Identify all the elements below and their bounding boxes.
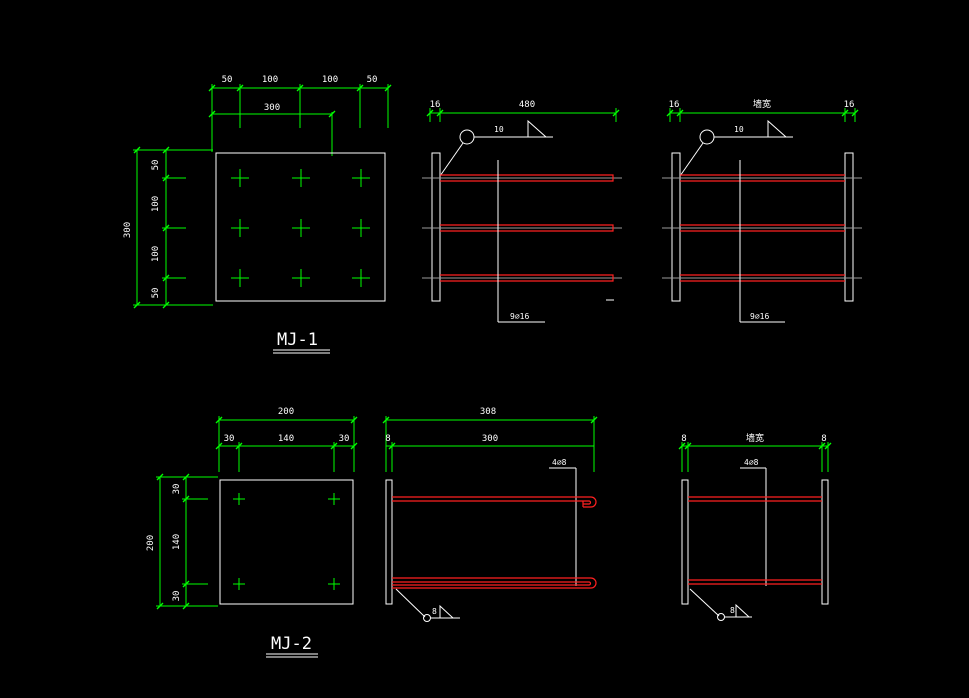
mj1-side2-dim-wall: 墙宽 xyxy=(753,98,771,110)
mj2-dim-height: 200 xyxy=(146,535,156,551)
mj2-side-dim-length: 300 xyxy=(482,434,498,444)
mj1-side2-plate-right xyxy=(844,152,854,302)
mj2-side2-weld: 8 xyxy=(730,606,735,615)
mj1-side2-plate-left xyxy=(671,152,681,302)
mj1-plan-view: 50 100 100 50 300 300 50 100 100 50 xyxy=(123,75,392,354)
mj1-title: MJ-1 xyxy=(277,330,318,350)
mj2-anchor-crosses xyxy=(233,493,340,590)
mj1-dim-width: 300 xyxy=(264,103,280,113)
mj2-dim-top-3: 30 xyxy=(339,434,350,444)
mj2-side-plate xyxy=(385,479,393,605)
mj2-dim-width: 200 xyxy=(278,407,294,417)
mj2-side2-dim-wall: 墙宽 xyxy=(746,432,764,444)
mj1-side2-dim-left: 16 xyxy=(669,100,680,110)
mj1-side-weld: 10 xyxy=(494,125,504,134)
mj2-side2-bars: 4⌀8 xyxy=(744,458,759,467)
mj2-side2-dim-right: 8 xyxy=(821,434,826,444)
mj1-side-view-2: 16 墙宽 16 10 9⌀16 xyxy=(662,98,862,323)
mj1-dim-left-3: 100 xyxy=(151,246,161,262)
mj1-plate-outline xyxy=(215,152,386,302)
mj1-side2-bars: 9⌀16 xyxy=(750,312,769,321)
mj2-plate-outline xyxy=(219,479,354,605)
mj2-side2-dim-left: 8 xyxy=(681,434,686,444)
mj2-side-dim-total: 308 xyxy=(480,407,496,417)
mj1-anchor-crosses xyxy=(231,169,370,287)
mj1-dim-top-1: 50 xyxy=(222,75,233,85)
mj1-side2-dim-right: 16 xyxy=(844,100,855,110)
mj1-side-plate xyxy=(431,152,441,302)
mj2-dim-left-3: 30 xyxy=(172,591,182,602)
mj2-title: MJ-2 xyxy=(271,634,312,654)
mj1-side-view: 16 480 10 9⌀16 xyxy=(422,100,622,323)
mj2-side2-plate-left xyxy=(681,479,689,605)
mj1-dim-top-3: 100 xyxy=(322,75,338,85)
mj1-dim-top-2: 100 xyxy=(262,75,278,85)
mj1-dim-height: 300 xyxy=(123,222,133,238)
mj2-dim-left-2: 140 xyxy=(172,534,182,550)
mj2-dim-left-1: 30 xyxy=(172,484,182,495)
mj1-side-dim-plate: 16 xyxy=(430,100,441,110)
mj1-dim-top-4: 50 xyxy=(367,75,378,85)
mj2-side-view-2: 8 墙宽 8 4⌀8 8 xyxy=(678,432,832,621)
mj1-side-bars: 9⌀16 xyxy=(510,312,529,321)
mj2-side-view: 308 8 300 4⌀8 8 xyxy=(382,407,598,622)
mj1-side-dim-length: 480 xyxy=(519,100,535,110)
mj2-side-weld: 8 xyxy=(432,607,437,616)
mj1-dim-left-1: 50 xyxy=(151,160,161,171)
mj1-dim-left-4: 50 xyxy=(151,288,161,299)
mj2-side-dim-plate: 8 xyxy=(385,434,390,444)
mj1-side2-weld: 10 xyxy=(734,125,744,134)
mj1-dim-left-2: 100 xyxy=(151,196,161,212)
mj2-side2-plate-right xyxy=(821,479,829,605)
mj2-dim-top-1: 30 xyxy=(224,434,235,444)
mj2-dim-top-2: 140 xyxy=(278,434,294,444)
mj2-side-bars: 4⌀8 xyxy=(552,458,567,467)
mj2-plan-view: 200 30 140 30 200 30 140 30 MJ-2 xyxy=(146,407,358,658)
